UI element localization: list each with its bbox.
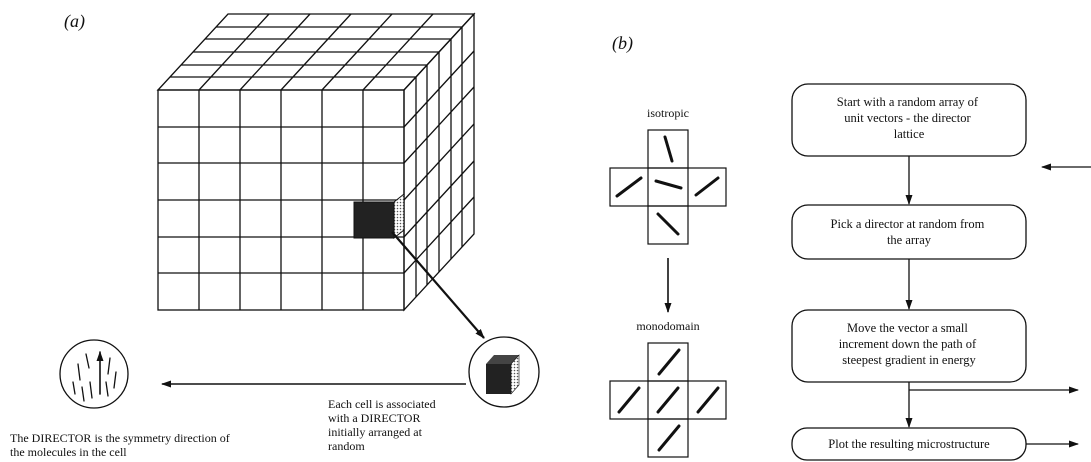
step-pick-box xyxy=(791,204,1027,260)
flowchart-arrows xyxy=(905,156,1091,448)
step-move-text: Move the vector a small increment down t… xyxy=(839,321,980,367)
flowchart xyxy=(791,83,1027,461)
monodomain-label: monodomain xyxy=(636,319,699,333)
director-caption: The DIRECTOR is the symmetry direction o… xyxy=(10,431,233,459)
magnify-arrow xyxy=(391,231,485,339)
highlighted-cell xyxy=(353,192,405,240)
isotropic-label: isotropic xyxy=(647,106,689,120)
step-pick-text: Pick a director at random from the array xyxy=(831,217,988,247)
director-circle xyxy=(59,339,129,409)
magnified-cell xyxy=(468,336,540,408)
panel-b-label: (b) xyxy=(612,33,633,54)
monodomain-cross xyxy=(609,342,727,458)
step-plot-text: Plot the resulting microstructure xyxy=(828,437,990,451)
cube-lattice xyxy=(156,12,476,312)
cell-caption: Each cell is associated with a DIRECTOR … xyxy=(328,397,439,453)
panel-a-label: (a) xyxy=(64,11,85,32)
step-start-text: Start with a random array of unit vector… xyxy=(837,95,981,141)
isotropic-cross xyxy=(609,129,727,245)
